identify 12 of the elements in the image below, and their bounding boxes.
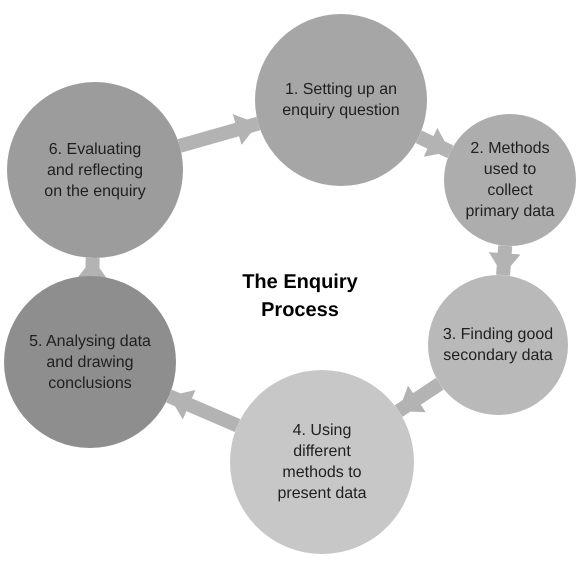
step-label: 3. Finding good secondary data — [442, 325, 554, 366]
step-label: 2. Methods used to collect primary data — [464, 139, 556, 222]
block-arrow — [416, 128, 454, 158]
diagram-title: The Enquiry Process — [241, 270, 359, 323]
block-arrow — [488, 245, 521, 276]
block-arrow — [178, 114, 260, 153]
step-label: 4. Using different methods to present data — [276, 421, 368, 504]
step-label: 5. Analysing data and drawing conclusions — [28, 332, 152, 394]
step-label: 1. Setting up an enquiry question — [281, 80, 401, 121]
block-arrow — [394, 378, 444, 417]
step-label: 6. Evaluating and reflecting on the enquiry — [43, 140, 147, 202]
block-arrow — [166, 390, 240, 432]
